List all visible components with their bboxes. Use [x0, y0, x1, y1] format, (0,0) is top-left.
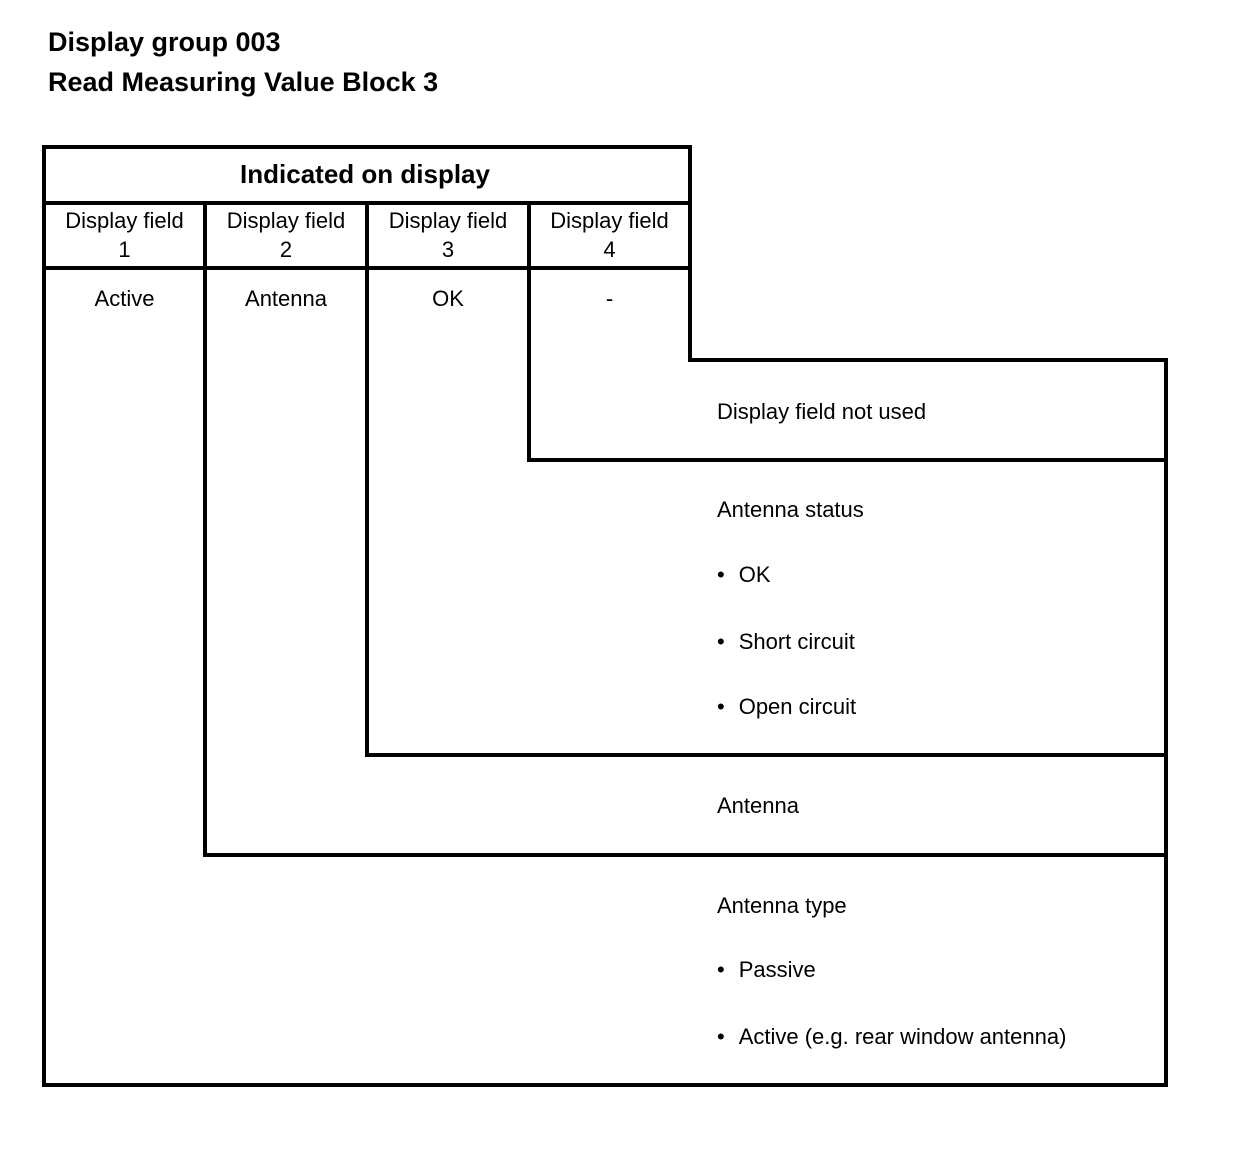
title-line-2: Read Measuring Value Block 3 — [48, 67, 439, 97]
column3-left-border-line — [365, 201, 369, 757]
annotation-field2-label: Antenna — [717, 793, 799, 818]
annotation-field1-bullet-2: • Active (e.g. rear window antenna) — [717, 1024, 1066, 1050]
annotation-field1-bullet-1-text: Passive — [738, 957, 816, 982]
column-header-1: Display field 1 — [46, 203, 203, 266]
column-header-3-number: 3 — [441, 236, 455, 262]
annotation-field1-bullet-1: • Passive — [717, 957, 816, 983]
annotation-field3-bullet-1-text: OK — [738, 562, 771, 587]
column-header-2: Display field 2 — [207, 203, 365, 266]
bullet-icon: • — [717, 957, 725, 982]
bullet-icon: • — [717, 562, 725, 587]
table-top-border — [42, 145, 692, 149]
column-header-4-label: Display field — [550, 207, 669, 233]
field4-band-bottom-line — [527, 458, 1168, 462]
value-display-field-4: - — [605, 286, 614, 311]
column1-left-border-line — [42, 145, 46, 1087]
column-header-4: Display field 4 — [531, 203, 688, 266]
column-header-3: Display field 3 — [369, 203, 527, 266]
diagram-right-border-line — [1164, 358, 1168, 1087]
value-display-field-3: OK — [432, 286, 464, 311]
annotation-field3-bullet-1: • OK — [717, 562, 771, 588]
bullet-icon: • — [717, 1024, 725, 1049]
annotation-field1-heading: Antenna type — [717, 893, 847, 918]
field2-band-bottom-line — [203, 853, 1168, 857]
value-display-field-1: Active — [94, 286, 155, 311]
field3-band-bottom-line — [365, 753, 1168, 757]
annotation-field3-bullet-3-text: Open circuit — [738, 694, 857, 719]
field4-band-top-line — [688, 358, 1168, 362]
title-line-1: Display group 003 — [48, 27, 281, 57]
column-header-2-label: Display field — [226, 207, 346, 233]
annotation-field3-heading: Antenna status — [717, 497, 864, 522]
table-right-border-line — [688, 145, 692, 362]
column-header-1-number: 1 — [118, 236, 131, 262]
column4-left-border-line — [527, 201, 531, 462]
column2-left-border-line — [203, 201, 207, 857]
field1-band-bottom-line — [42, 1083, 1168, 1087]
column-header-4-number: 4 — [603, 236, 616, 262]
diagram-title: Display group 003 Read Measuring Value B… — [48, 22, 438, 102]
annotation-field1-bullet-2-text: Active (e.g. rear window antenna) — [738, 1024, 1067, 1049]
column-header-2-number: 2 — [279, 236, 293, 262]
annotation-field3-bullet-2-text: Short circuit — [738, 629, 855, 654]
annotation-field4-note: Display field not used — [717, 399, 927, 424]
table-header: Indicated on display — [240, 158, 490, 189]
bullet-icon: • — [717, 694, 725, 719]
bullet-icon: • — [717, 629, 725, 654]
value-display-field-2: Antenna — [245, 286, 327, 311]
annotation-field3-bullet-2: • Short circuit — [717, 629, 855, 655]
column-header-3-label: Display field — [388, 207, 508, 233]
annotation-field3-bullet-3: • Open circuit — [717, 694, 856, 720]
column-header-1-label: Display field — [65, 207, 184, 233]
